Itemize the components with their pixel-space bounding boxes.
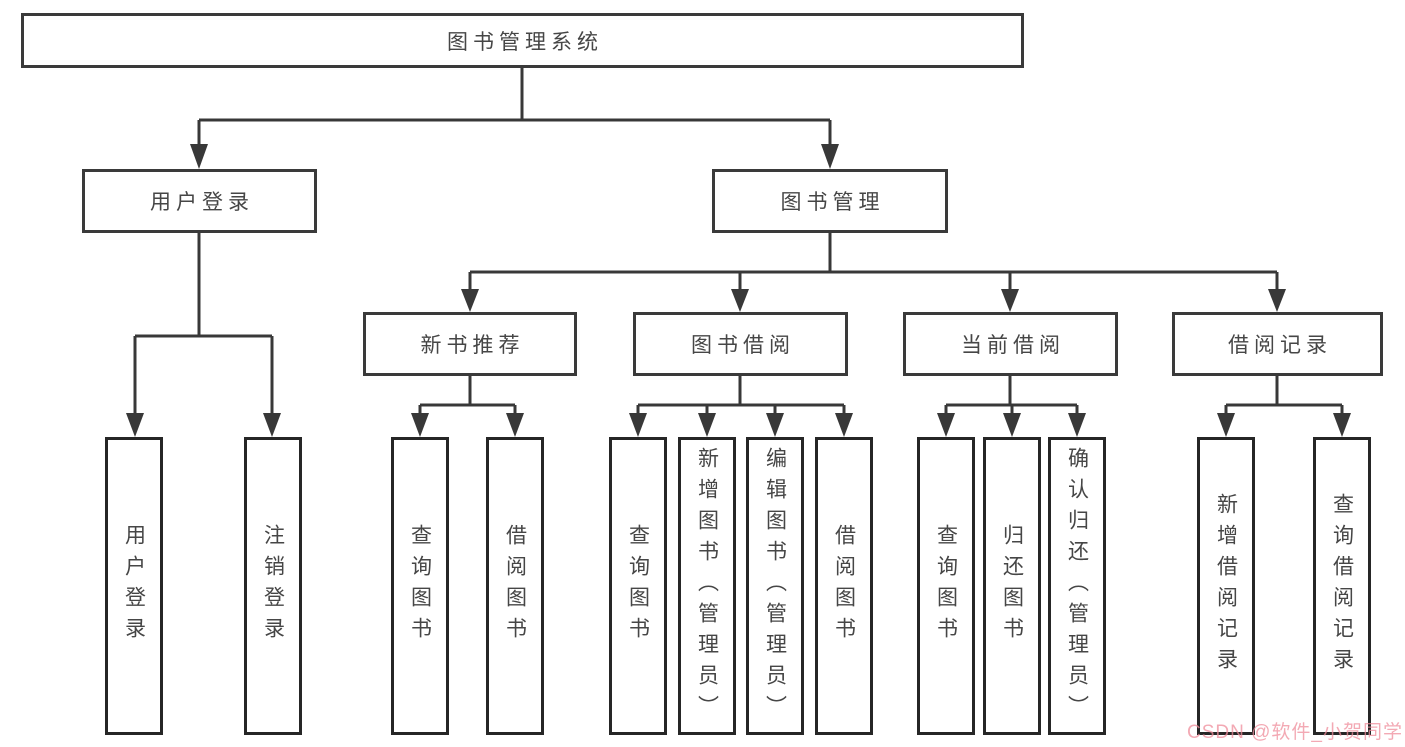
watermark: CSDN @软件_小贺同学: [1187, 722, 1403, 743]
leaf-current-return-label: 归还图书: [1000, 524, 1024, 648]
leaf-user-login-label: 用户登录: [122, 524, 146, 648]
leaf-records-add-label: 新增借阅记录: [1214, 493, 1238, 679]
leaf-newbooks-borrow: 借阅图书: [486, 437, 544, 735]
arrowheads: [126, 144, 1351, 437]
leaf-user-login: 用户登录: [105, 437, 163, 735]
node-current-borrow-label: 当前借阅: [961, 334, 1065, 357]
leaf-records-query-label: 查询借阅记录: [1330, 493, 1354, 679]
leaf-newbooks-borrow-label: 借阅图书: [503, 524, 527, 648]
leaf-current-return: 归还图书: [983, 437, 1041, 735]
leaf-borrow-borrow: 借阅图书: [815, 437, 873, 735]
leaf-borrow-edit-admin-label: 编辑图书（管理员）: [763, 446, 787, 726]
leaf-newbooks-query-label: 查询图书: [408, 524, 432, 648]
leaf-current-query: 查询图书: [917, 437, 975, 735]
node-root: 图书管理系统: [21, 13, 1024, 68]
leaf-records-query: 查询借阅记录: [1313, 437, 1371, 735]
leaf-borrow-query-label: 查询图书: [626, 524, 650, 648]
node-new-book-recommend: 新书推荐: [363, 312, 577, 376]
node-user-login-label: 用户登录: [150, 191, 254, 214]
node-book-borrow: 图书借阅: [633, 312, 848, 376]
leaf-current-confirm-admin: 确认归还（管理员）: [1048, 437, 1106, 735]
leaf-borrow-borrow-label: 借阅图书: [832, 524, 856, 648]
leaf-borrow-add-admin-label: 新增图书（管理员）: [695, 446, 719, 726]
leaf-records-add: 新增借阅记录: [1197, 437, 1255, 735]
node-current-borrow: 当前借阅: [903, 312, 1118, 376]
node-root-label: 图书管理系统: [447, 30, 603, 54]
node-user-login: 用户登录: [82, 169, 317, 233]
leaf-borrow-query: 查询图书: [609, 437, 667, 735]
node-new-book-recommend-label: 新书推荐: [420, 334, 525, 357]
leaf-current-query-label: 查询图书: [934, 524, 958, 648]
node-book-management: 图书管理: [712, 169, 948, 233]
node-book-management-label: 图书管理: [780, 191, 885, 214]
node-book-borrow-label: 图书借阅: [691, 334, 795, 357]
leaf-borrow-edit-admin: 编辑图书（管理员）: [746, 437, 804, 735]
leaf-current-confirm-admin-label: 确认归还（管理员）: [1065, 446, 1089, 726]
node-borrow-records: 借阅记录: [1172, 312, 1383, 376]
leaf-logout-label: 注销登录: [261, 524, 285, 648]
node-borrow-records-label: 借阅记录: [1228, 334, 1332, 357]
leaf-logout: 注销登录: [244, 437, 302, 735]
leaf-borrow-add-admin: 新增图书（管理员）: [678, 437, 736, 735]
leaf-newbooks-query: 查询图书: [391, 437, 449, 735]
